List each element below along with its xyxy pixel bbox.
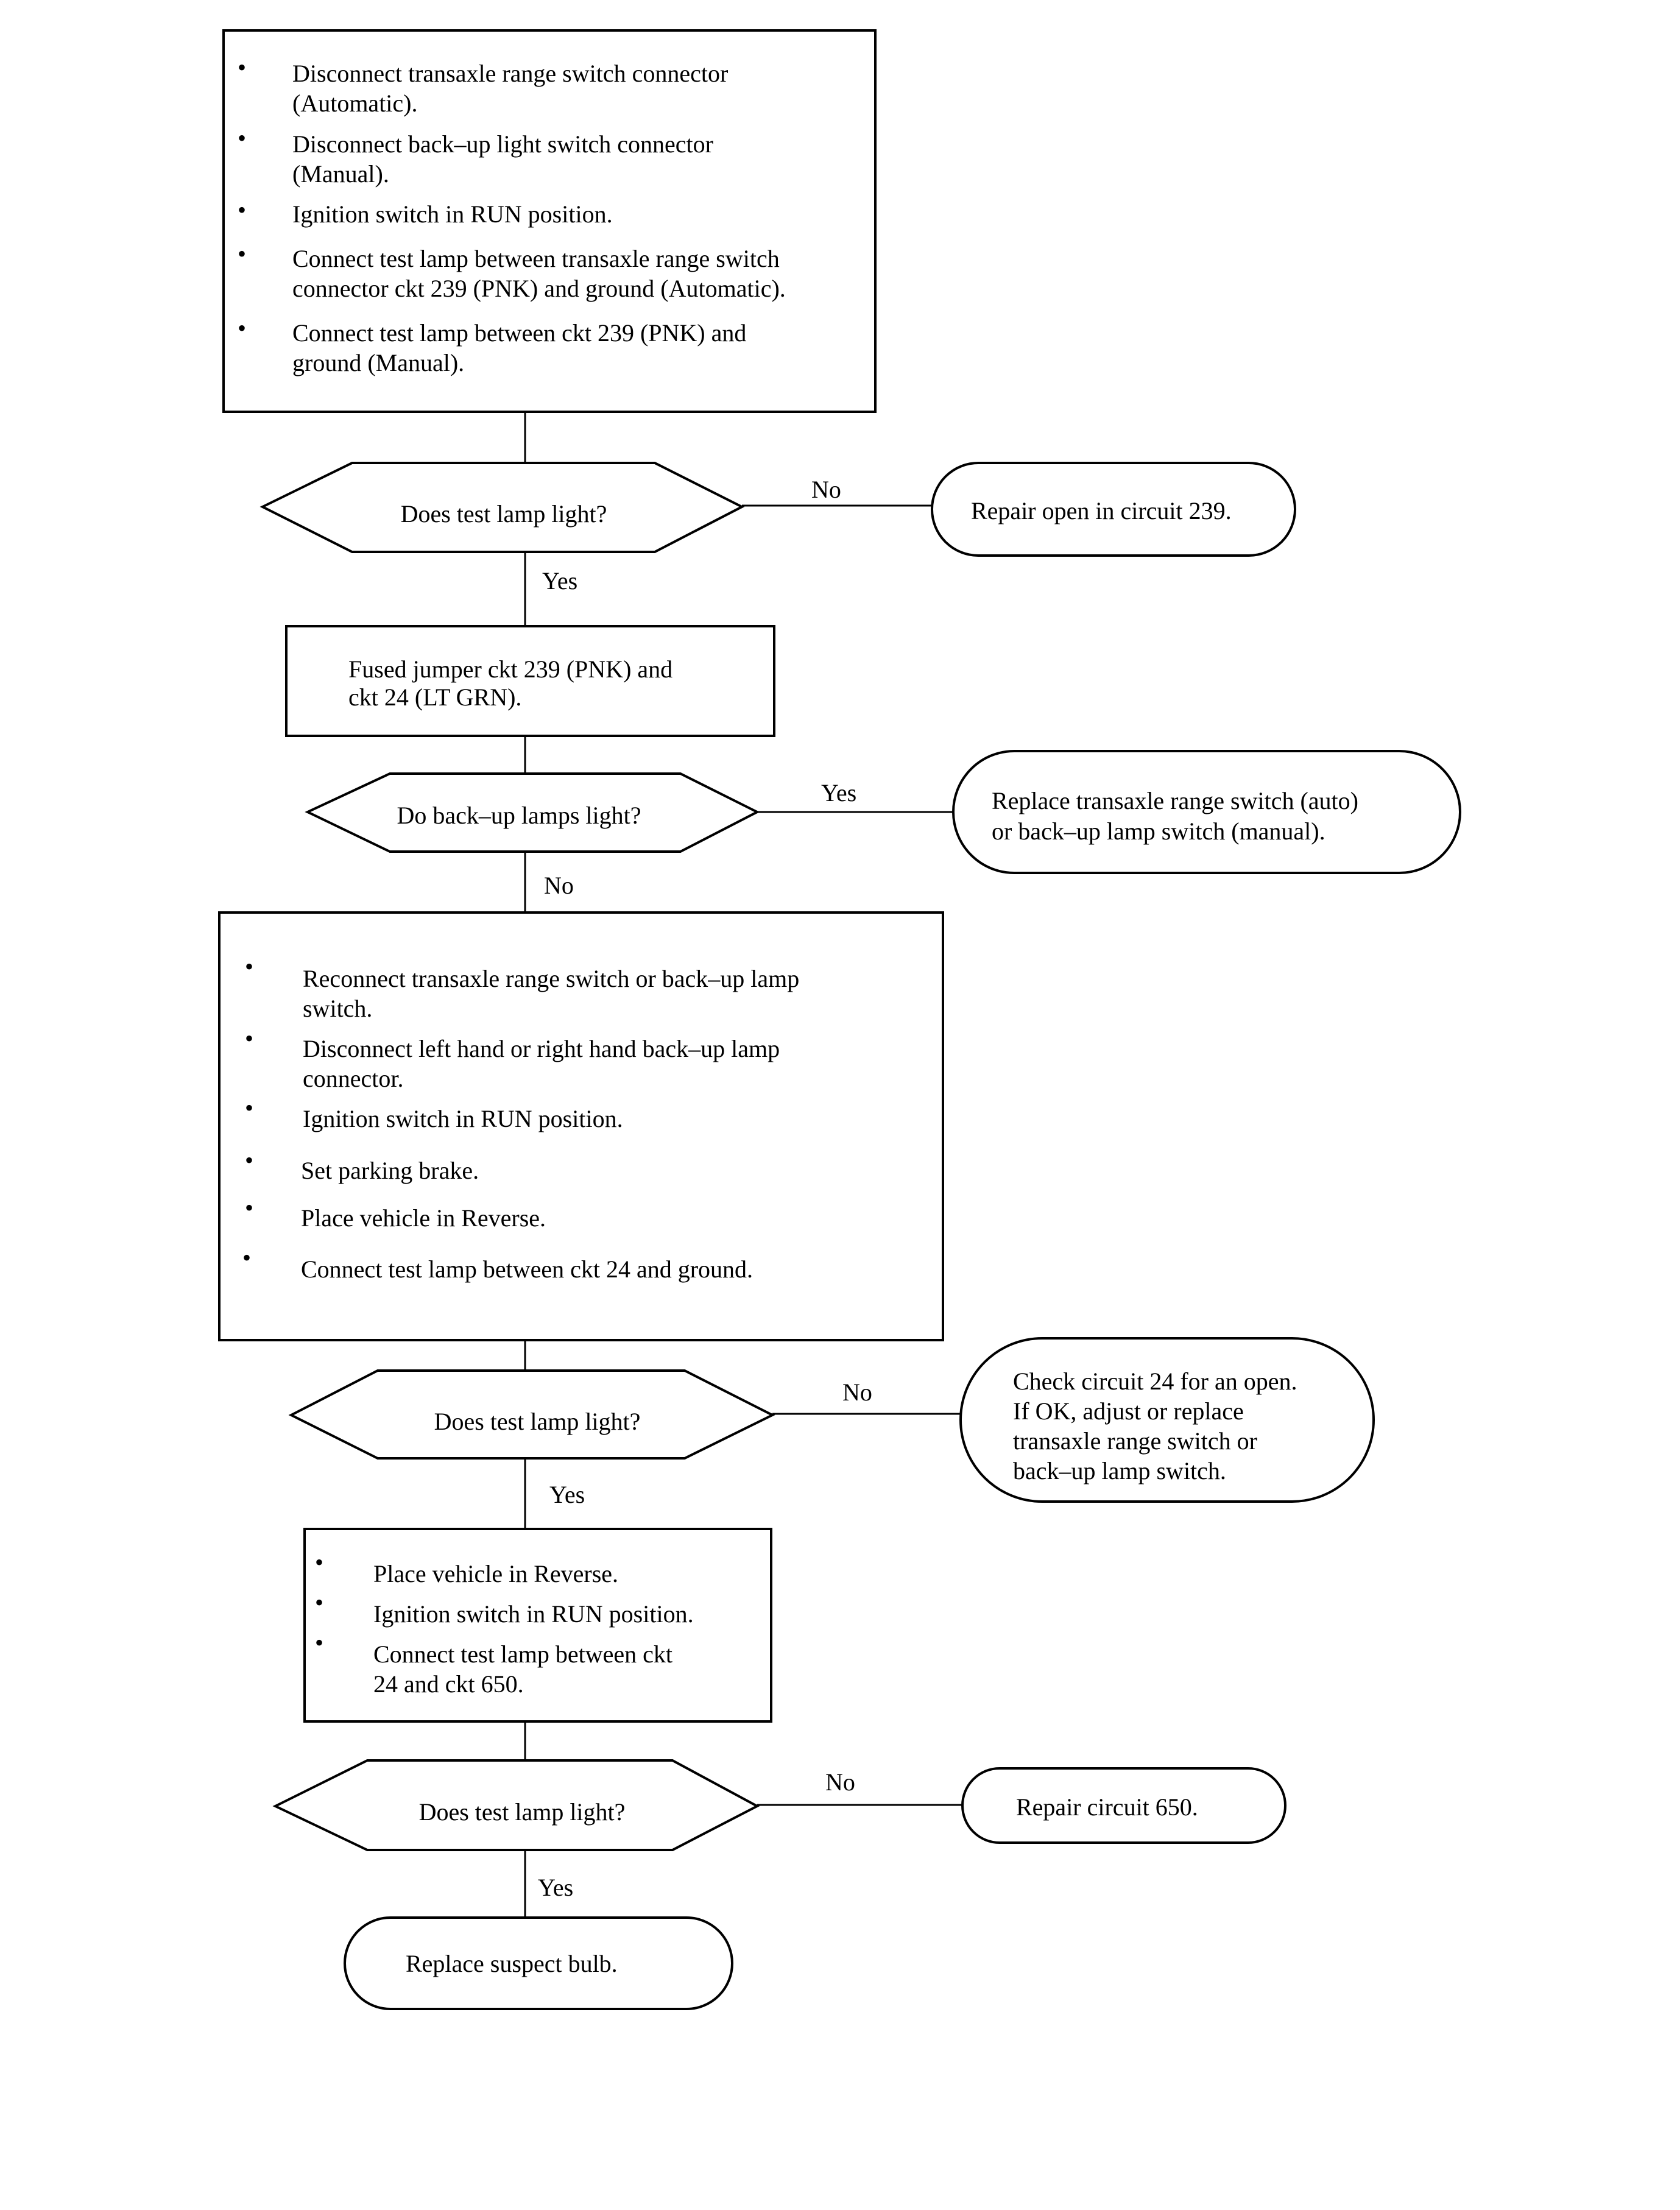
bullet-glyph: • — [315, 1629, 323, 1656]
bullet-glyph: • — [238, 240, 246, 267]
decision-2: Do back–up lamps light? — [305, 772, 760, 853]
outcome-2-terminal — [952, 750, 1461, 874]
step-box-3: • Reconnect transaxle range switch or ba… — [218, 911, 944, 1341]
bullet-glyph: • — [242, 1244, 251, 1271]
step1-item-1-line-1: Disconnect transaxle range switch connec… — [292, 60, 728, 87]
step1-item-4-line-2: connector ckt 239 (PNK) and ground (Auto… — [292, 275, 786, 302]
outcome-3-text-line-4: back–up lamp switch. — [1013, 1457, 1226, 1485]
step-box-1: • Disconnect transaxle range switch conn… — [222, 29, 877, 413]
step2-line-1: Fused jumper ckt 239 (PNK) and — [348, 655, 672, 683]
outcome-2: Replace transaxle range switch (auto) or… — [952, 750, 1461, 874]
outcome-3-text-line-3: transaxle range switch or — [1013, 1427, 1257, 1455]
bullet-glyph: • — [245, 953, 253, 980]
decision-1: Does test lamp light? — [259, 462, 745, 553]
step-box-2-frame — [285, 625, 775, 737]
bullet-glyph: • — [238, 196, 246, 224]
bullet-glyph: • — [238, 54, 246, 81]
outcome-5-terminal — [344, 1916, 733, 2010]
step4-item-1-line-1: Place vehicle in Reverse. — [373, 1560, 618, 1587]
outcome-3-text-line-1: Check circuit 24 for an open. — [1013, 1368, 1297, 1395]
decision-4: Does test lamp light? — [272, 1759, 760, 1851]
step4-item-2-line-1: Ignition switch in RUN position. — [373, 1600, 694, 1628]
decision-3-question: Does test lamp light? — [434, 1408, 641, 1435]
step3-item-1-line-1: Reconnect transaxle range switch or back… — [303, 965, 799, 992]
step4-item-3-line-1: Connect test lamp between ckt — [373, 1640, 672, 1668]
branch-label-no: No — [811, 476, 841, 503]
branch-label-no: No — [825, 1768, 855, 1796]
branch-label-no: No — [544, 872, 574, 899]
step1-item-4-line-1: Connect test lamp between transaxle rang… — [292, 245, 780, 272]
branch-label-yes: Yes — [542, 567, 577, 595]
step3-item-6-line-1: Connect test lamp between ckt 24 and gro… — [301, 1255, 753, 1283]
step3-item-1-line-2: switch. — [303, 995, 372, 1022]
step1-item-5-line-1: Connect test lamp between ckt 239 (PNK) … — [292, 319, 746, 347]
step1-item-3-line-1: Ignition switch in RUN position. — [292, 200, 613, 228]
bullet-glyph: • — [315, 1589, 323, 1616]
decision-1-hexagon — [259, 462, 745, 553]
outcome-4-text: Repair circuit 650. — [1016, 1793, 1198, 1821]
outcome-2-text-line-1: Replace transaxle range switch (auto) — [992, 787, 1358, 814]
step1-item-1-line-2: (Automatic). — [292, 90, 418, 117]
branch-label-no: No — [842, 1379, 872, 1406]
step-box-1-frame — [222, 29, 877, 413]
bullet-glyph: • — [238, 124, 246, 152]
bullet-glyph: • — [245, 1194, 253, 1221]
branch-label-yes: Yes — [549, 1481, 585, 1508]
step-box-4-bullets: • Place vehicle in Reverse. • Ignition s… — [315, 1548, 694, 1698]
step-box-3-frame — [218, 911, 944, 1341]
branch-label-yes: Yes — [538, 1874, 573, 1901]
step3-item-3-line-1: Ignition switch in RUN position. — [303, 1105, 623, 1132]
step3-item-5-line-1: Place vehicle in Reverse. — [301, 1204, 546, 1232]
decision-2-hexagon — [305, 772, 760, 853]
step3-item-4-line-1: Set parking brake. — [301, 1157, 479, 1184]
outcome-5-text: Replace suspect bulb. — [406, 1950, 618, 1977]
outcome-3-text-line-2: If OK, adjust or replace — [1013, 1397, 1244, 1425]
step1-item-5-line-2: ground (Manual). — [292, 349, 464, 376]
outcome-1-terminal — [931, 462, 1296, 557]
step2-line-2: ckt 24 (LT GRN). — [348, 683, 521, 711]
outcome-3-terminal — [959, 1337, 1375, 1503]
outcome-4-terminal — [961, 1767, 1286, 1844]
decision-4-question: Does test lamp light? — [419, 1798, 626, 1826]
bullet-glyph: • — [245, 1146, 253, 1174]
branch-label-yes: Yes — [821, 779, 856, 807]
outcome-4: Repair circuit 650. — [961, 1767, 1286, 1844]
connector-lines — [524, 412, 962, 1918]
outcome-1: Repair open in circuit 239. — [931, 462, 1296, 557]
step3-item-2-line-2: connector. — [303, 1065, 404, 1092]
bullet-glyph: • — [245, 1025, 253, 1052]
step1-item-2-line-1: Disconnect back–up light switch connecto… — [292, 130, 713, 158]
bullet-glyph: • — [238, 314, 246, 342]
step4-item-3-line-2: 24 and ckt 650. — [373, 1670, 524, 1698]
decision-3: Does test lamp light? — [288, 1369, 775, 1460]
step3-item-2-line-1: Disconnect left hand or right hand back–… — [303, 1035, 780, 1062]
decision-4-hexagon — [272, 1759, 760, 1851]
step-box-2: Fused jumper ckt 239 (PNK) and ckt 24 (L… — [285, 625, 775, 737]
decision-3-hexagon — [288, 1369, 775, 1460]
outcome-5: Replace suspect bulb. — [344, 1916, 733, 2010]
outcome-1-text: Repair open in circuit 239. — [971, 497, 1232, 524]
step-box-1-bullets: • Disconnect transaxle range switch conn… — [238, 54, 786, 376]
step-box-4: • Place vehicle in Reverse. • Ignition s… — [303, 1528, 772, 1723]
decision-1-question: Does test lamp light? — [401, 500, 607, 528]
step-box-3-bullets: • Reconnect transaxle range switch or ba… — [242, 953, 799, 1283]
outcome-3: Check circuit 24 for an open. If OK, adj… — [959, 1337, 1375, 1503]
step1-item-2-line-2: (Manual). — [292, 160, 389, 188]
decision-2-question: Do back–up lamps light? — [397, 802, 641, 829]
bullet-glyph: • — [245, 1094, 253, 1121]
outcome-2-text-line-2: or back–up lamp switch (manual). — [992, 817, 1325, 845]
bullet-glyph: • — [315, 1548, 323, 1576]
step-box-4-frame — [303, 1528, 772, 1723]
